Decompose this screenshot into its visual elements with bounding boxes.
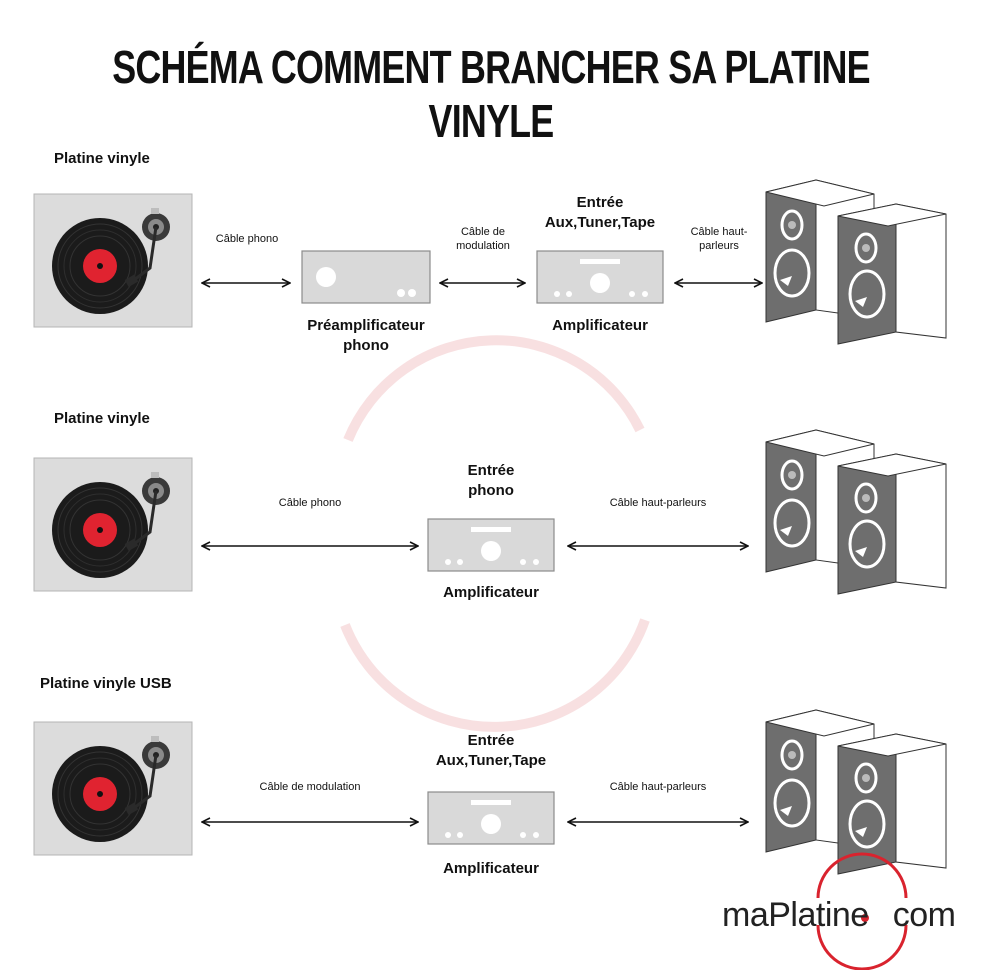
row1-input-label: Entrée Aux,Tuner,Tape bbox=[544, 194, 656, 231]
logo-text-left: maPlatine bbox=[722, 896, 869, 934]
logo-text-right: com bbox=[892, 896, 956, 934]
row1-amp-label: Amplificateur bbox=[552, 317, 648, 334]
row2-input-label: Entrée phono bbox=[467, 462, 515, 499]
speakers-image-row2 bbox=[764, 428, 948, 596]
watermark-arc-top bbox=[343, 335, 645, 442]
row2-amp-label: Amplificateur bbox=[443, 584, 539, 601]
turntable-image-row2 bbox=[32, 456, 194, 593]
amplifier-device-row1 bbox=[536, 250, 664, 304]
amplifier-device-row2 bbox=[427, 518, 555, 572]
row1-cable3-label: Câble haut- parleurs bbox=[690, 226, 748, 252]
row3-label: Platine vinyle USB bbox=[40, 675, 172, 692]
logo-dot-icon bbox=[861, 914, 869, 922]
row3-input-label: Entrée Aux,Tuner,Tape bbox=[435, 732, 547, 769]
row3-amp-label: Amplificateur bbox=[443, 860, 539, 877]
row3-cable1-label: Câble de modulation bbox=[259, 781, 361, 793]
row2-cable2-label: Câble haut-parleurs bbox=[609, 497, 707, 509]
maplatine-logo: maPlatine com bbox=[722, 896, 956, 935]
speakers-image-row3 bbox=[764, 708, 948, 876]
turntable-image-row3 bbox=[32, 720, 194, 857]
watermark-arc-bottom bbox=[340, 618, 650, 732]
row3-cable2-label: Câble haut-parleurs bbox=[609, 781, 707, 793]
preamp-device-row1 bbox=[301, 250, 431, 304]
row1-cable2-label: Câble de modulation bbox=[456, 226, 510, 252]
row2-label: Platine vinyle bbox=[54, 410, 150, 427]
row1-label: Platine vinyle bbox=[54, 150, 150, 167]
speakers-image-row1 bbox=[764, 178, 948, 346]
amplifier-device-row3 bbox=[427, 791, 555, 845]
turntable-image-row1 bbox=[32, 192, 194, 329]
logo-ring-icon bbox=[816, 852, 908, 899]
page-title: SCHÉMA COMMENT BRANCHER SA PLATINE VINYL… bbox=[112, 41, 870, 147]
row1-cable1-label: Câble phono bbox=[215, 233, 279, 245]
row1-preamp-label: Préamplificateur phono bbox=[307, 317, 425, 354]
row2-cable1-label: Câble phono bbox=[278, 497, 342, 509]
